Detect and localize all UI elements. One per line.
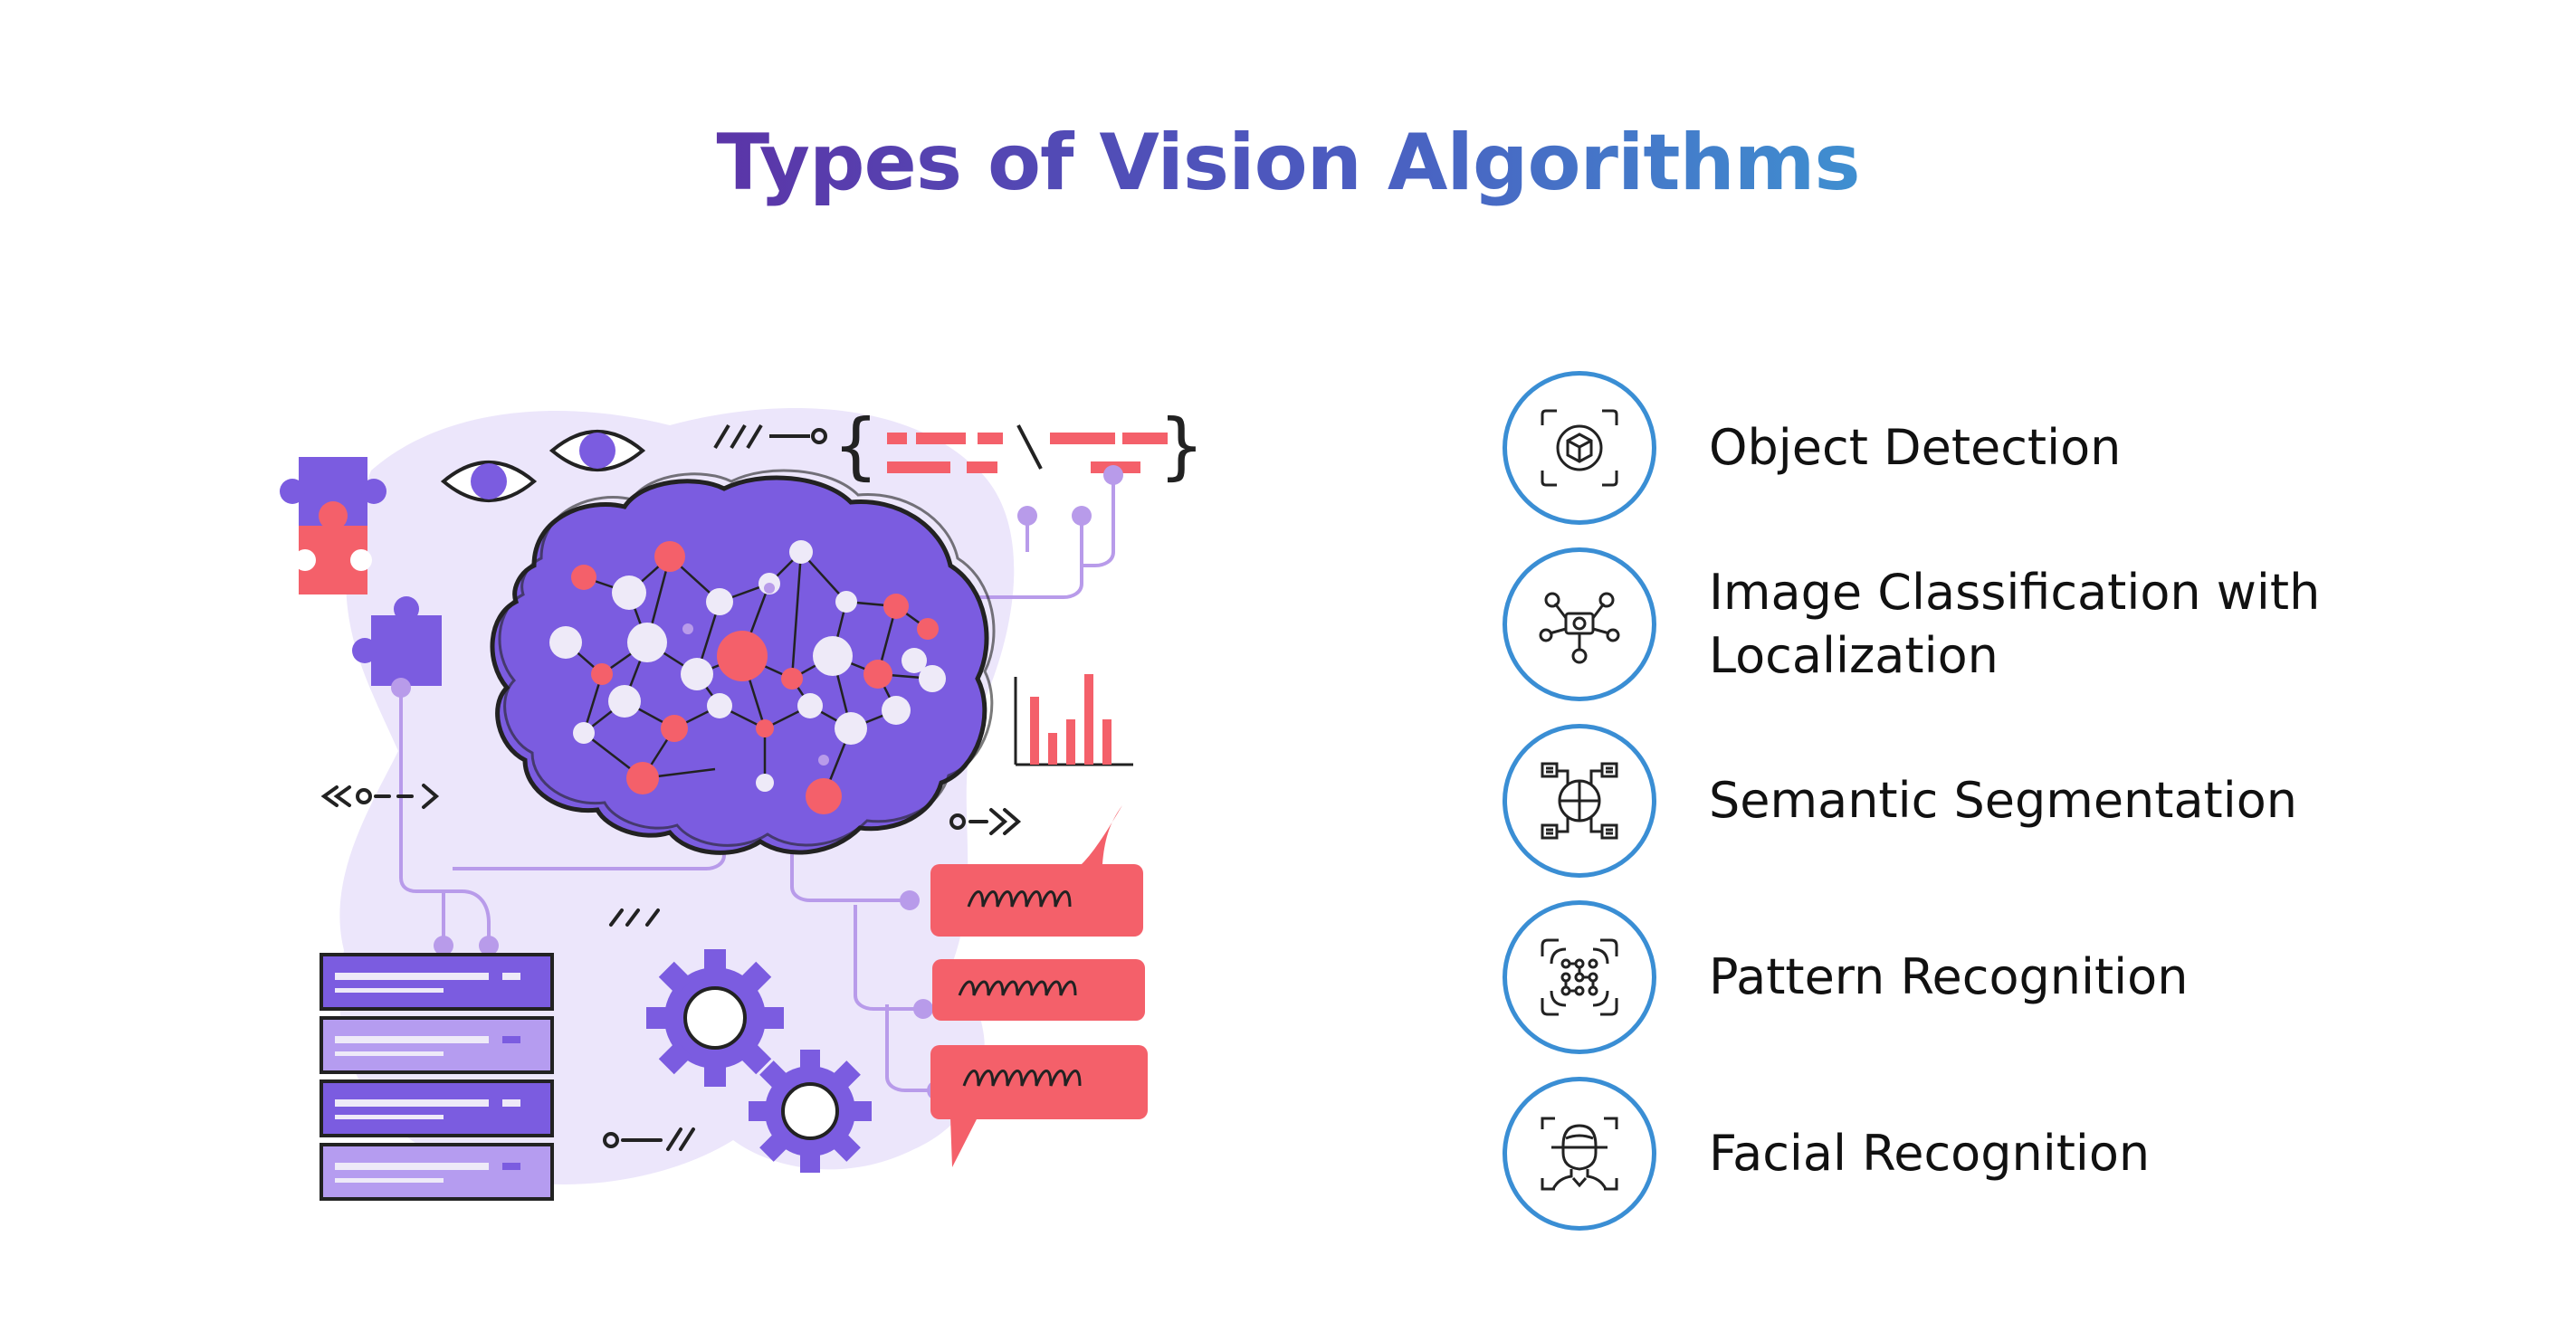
page-title: Types of Vision Algorithms — [716, 118, 1860, 208]
list-item-image-classification: Image Classification with Localization — [1503, 547, 2498, 710]
list-item-pattern-recognition: Pattern Recognition — [1503, 900, 2498, 1063]
svg-text:}: } — [1159, 404, 1205, 488]
bar-chart-icon — [1014, 674, 1133, 766]
algorithm-label: Semantic Segmentation — [1709, 772, 2297, 829]
ai-vision-illustration: { } — [280, 404, 1205, 1201]
list-item-facial-recognition: Facial Recognition — [1503, 1077, 2498, 1240]
code-brackets-icon: { } — [833, 404, 1205, 488]
algorithm-label: Object Detection — [1709, 419, 2122, 476]
list-item-semantic-segmentation: Semantic Segmentation — [1503, 724, 2498, 887]
chat-bubble-icon — [930, 805, 1148, 1167]
svg-text:{: { — [833, 404, 879, 488]
algorithm-list: Object Detection Image Classification wi… — [1503, 371, 2498, 1231]
list-item-object-detection: Object Detection — [1503, 371, 2498, 534]
puzzle-piece-icon — [280, 457, 442, 686]
cube-focus-icon — [1503, 371, 1656, 525]
segment-grid-icon — [1503, 724, 1656, 878]
brain-network-icon — [490, 469, 996, 855]
algorithm-label: Image Classification with Localization — [1709, 564, 2321, 684]
network-nodes-icon — [1503, 547, 1656, 701]
gear-icon — [646, 949, 872, 1173]
face-scan-icon — [1503, 1077, 1656, 1231]
eye-icon — [440, 430, 646, 502]
dot-pattern-scan-icon — [1503, 900, 1656, 1054]
server-rack-icon — [320, 953, 554, 1201]
algorithm-label: Pattern Recognition — [1709, 948, 2189, 1005]
algorithm-label: Facial Recognition — [1709, 1125, 2151, 1182]
